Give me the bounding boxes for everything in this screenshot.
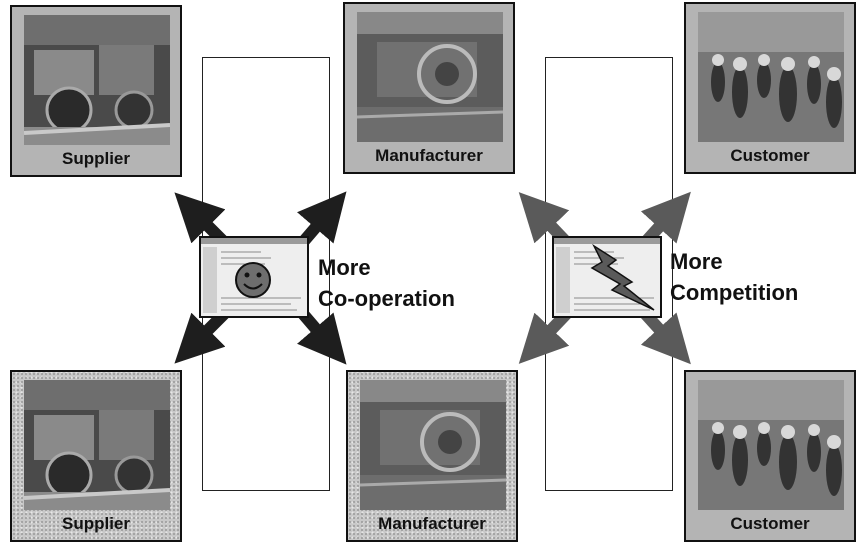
manufacturer-label: Manufacturer (378, 514, 486, 533)
customer-label: Customer (730, 514, 810, 533)
supplier-label: Supplier (61, 514, 130, 533)
manufacturer-tile-top: Manufacturer (343, 2, 515, 174)
customer-tile-top: Customer (684, 2, 856, 174)
crowd-photo (698, 380, 844, 510)
factory-photo (357, 12, 503, 142)
supplier-tile-top: Supplier (10, 5, 182, 177)
crowd-photo (698, 12, 844, 142)
competition-caption-line1: More (670, 249, 723, 274)
manufacturer-label: Manufacturer (375, 146, 483, 165)
competition-caption: More Competition (670, 246, 798, 308)
customer-tile-bottom: Customer (684, 370, 856, 542)
customer-label: Customer (730, 146, 810, 165)
lightning-bolt-icon (590, 243, 655, 311)
cooperation-caption-line1: More (318, 255, 371, 280)
manufacturer-tile-bottom: Manufacturer (346, 370, 518, 542)
engine-photo (24, 15, 170, 145)
cooperation-caption-line2: Co-operation (318, 286, 455, 311)
smiley-face-icon (235, 262, 271, 298)
screenshot-thumbnail (201, 238, 307, 316)
engine-photo (24, 380, 170, 510)
supplier-tile-bottom: Supplier (10, 370, 182, 542)
cooperation-caption: More Co-operation (318, 252, 455, 314)
competition-screen (552, 236, 662, 318)
factory-photo (360, 380, 506, 510)
supplier-label: Supplier (61, 149, 130, 168)
screenshot-thumbnail (554, 238, 660, 316)
competition-caption-line2: Competition (670, 280, 799, 305)
cooperation-screen (199, 236, 309, 318)
